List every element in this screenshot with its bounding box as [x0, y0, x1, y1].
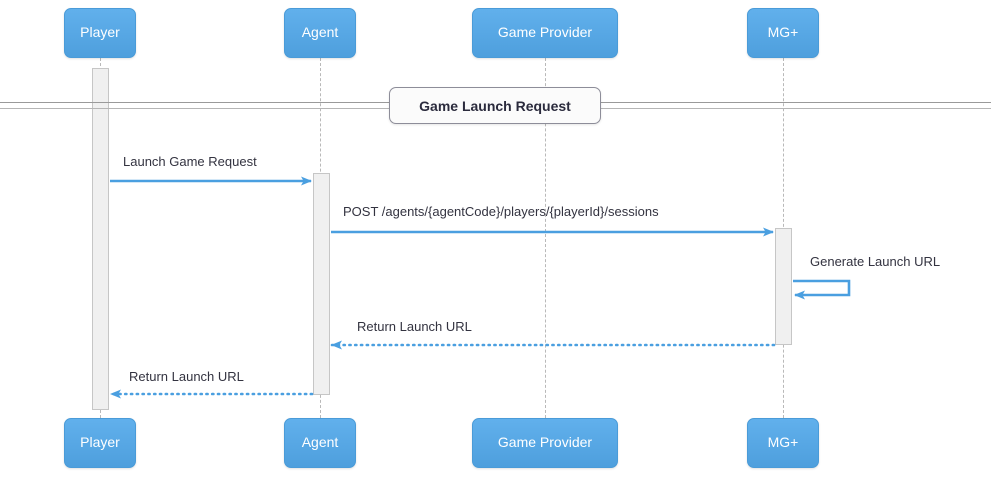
fragment-title-box: Game Launch Request [389, 87, 601, 124]
participant-label: Game Provider [497, 434, 593, 451]
participant-game-provider-top[interactable]: Game Provider [472, 8, 618, 58]
participant-label: Player [80, 24, 120, 41]
message-label-return-launch-url-player: Return Launch URL [129, 369, 244, 384]
participant-agent-top[interactable]: Agent [284, 8, 356, 58]
participant-agent-bottom[interactable]: Agent [284, 418, 356, 468]
participant-player-bottom[interactable]: Player [64, 418, 136, 468]
message-label-launch-game-request: Launch Game Request [123, 154, 257, 169]
message-label-generate-launch-url: Generate Launch URL [810, 254, 941, 269]
participant-label: Agent [301, 24, 339, 41]
activation-bar-agent [313, 173, 330, 395]
participant-label: Game Provider [497, 24, 593, 41]
participant-mgplus-top[interactable]: MG+ [747, 8, 819, 58]
activation-bar-player [92, 68, 109, 410]
lifeline-game-provider [545, 58, 546, 418]
participant-label: Agent [301, 434, 339, 451]
participant-mgplus-bottom[interactable]: MG+ [747, 418, 819, 468]
activation-bar-mgplus [775, 228, 792, 345]
participant-player-top[interactable]: Player [64, 8, 136, 58]
participant-game-provider-bottom[interactable]: Game Provider [472, 418, 618, 468]
participant-label: MG+ [767, 434, 799, 451]
participant-label: MG+ [767, 24, 799, 41]
message-arrow-generate-launch-url [793, 279, 851, 300]
message-label-post-sessions: POST /agents/{agentCode}/players/{player… [343, 204, 659, 219]
fragment-title-label: Game Launch Request [419, 97, 571, 114]
participant-label: Player [80, 434, 120, 451]
message-label-return-launch-url-agent: Return Launch URL [357, 319, 472, 334]
